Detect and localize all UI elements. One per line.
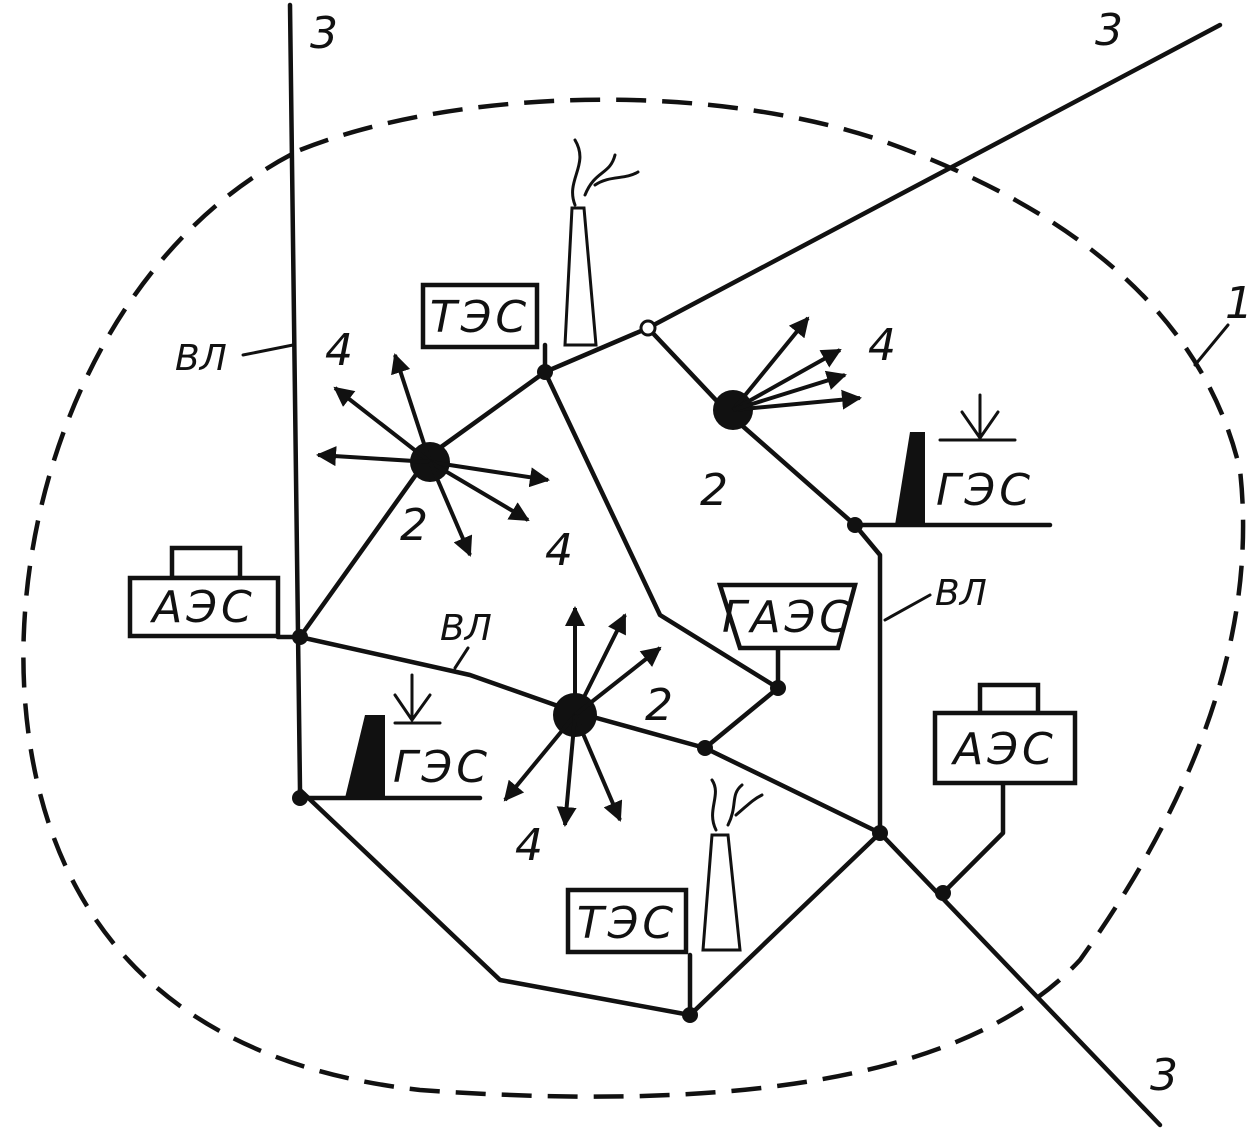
vl-label: ВЛ [935,573,987,614]
load-center-1 [316,353,550,557]
load-center-2 [713,316,862,430]
trunk-line-north [287,2,303,793]
label-2: 2 [400,500,428,551]
node [697,740,713,756]
boundary-leader [1193,323,1230,367]
label-4: 4 [515,820,543,871]
ges-label: ГЭС [936,465,1034,516]
vl-leader [453,646,470,670]
chimney-icon [563,138,640,347]
grid-line-b [297,634,883,836]
system-boundary [21,97,1246,1099]
label-2: 2 [700,465,728,516]
node [847,517,863,533]
aes-label: АЭС [950,724,1057,775]
tes-station-box [420,282,540,350]
load-center-3 [503,606,662,827]
node [770,680,786,696]
grid-line-a [297,325,651,640]
tes-label: ТЭС [577,898,677,949]
vl-leader [883,593,932,622]
gaes-label: ГАЭС [722,592,854,643]
tap-line-aes2 [940,782,1006,896]
aes-station-box [127,575,281,639]
aes-roof [977,682,1041,716]
trunk-line-southeast [877,830,1163,1128]
label-4: 4 [868,320,896,371]
chimney-icon [701,778,764,952]
node [682,1007,698,1023]
node [935,885,951,901]
tes-station-box [565,887,689,955]
label-3: 3 [310,8,338,59]
aes-label: АЭС [149,582,256,633]
node-open [639,319,657,337]
label-3: 3 [1095,5,1123,56]
label-1: 1 [1225,278,1253,329]
aes-roof [169,545,243,581]
grid-line-d [645,325,883,836]
aes-station-box [932,710,1078,786]
dam-icon [345,673,442,798]
vl-label: ВЛ [440,608,492,649]
node [872,825,888,841]
label-3: 3 [1150,1050,1178,1101]
label-4: 4 [325,325,353,376]
node [292,629,308,645]
grid-line-e [297,787,883,1018]
grid-line-c [542,369,781,751]
vl-leader [241,343,295,357]
node [292,790,308,806]
label-2: 2 [645,680,673,731]
node [537,364,553,380]
label-4: 4 [545,525,573,576]
gaes-station-box [716,582,858,651]
tes-label: ТЭС [430,292,530,343]
vl-label: ВЛ [175,338,227,379]
dam-icon [895,393,1017,525]
trunk-line-northeast [645,22,1223,331]
ges-label: ГЭС [393,742,491,793]
